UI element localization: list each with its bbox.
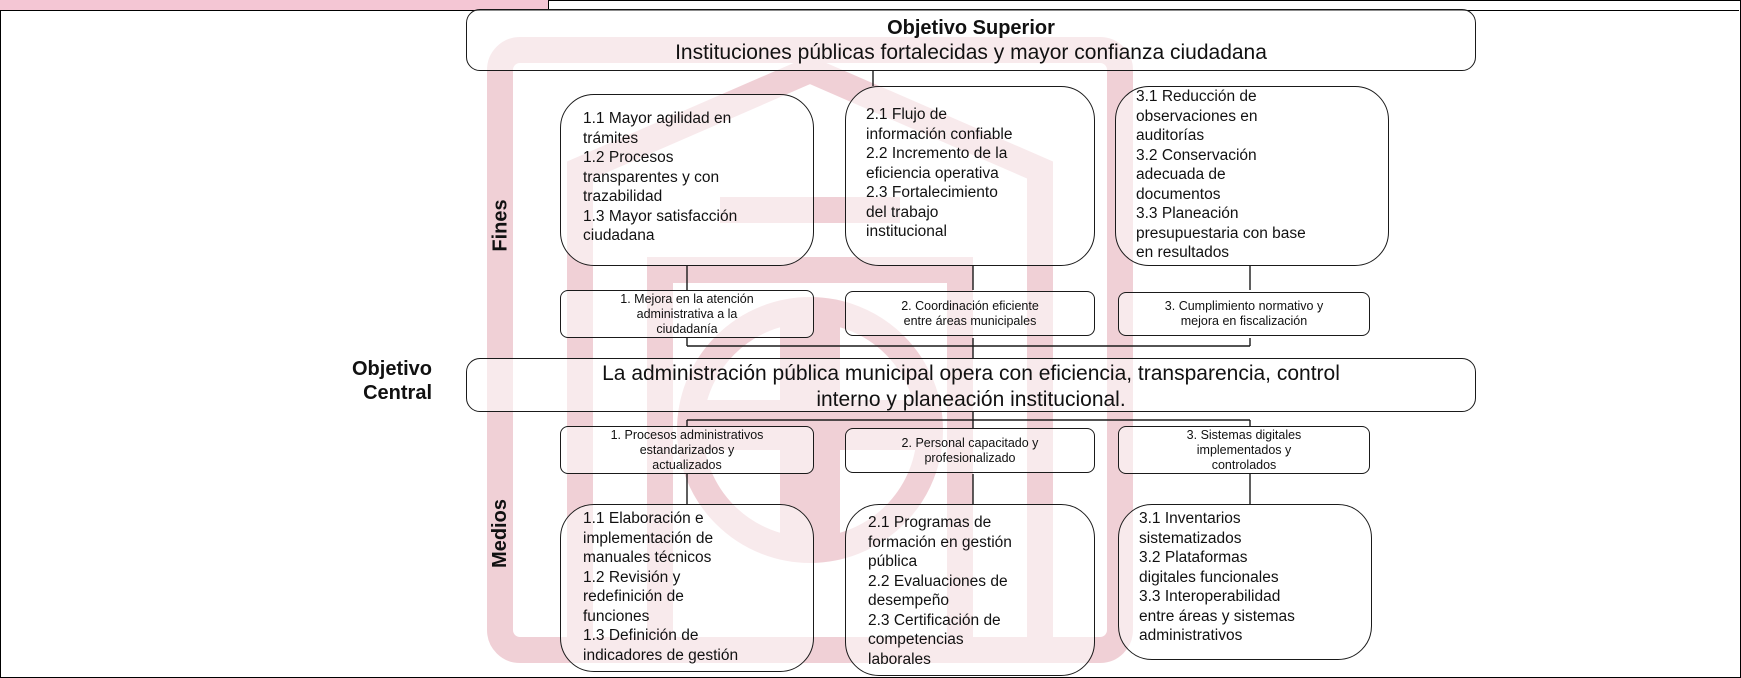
medios-2-line: 2.3 Certificación de [868, 611, 1001, 629]
fines-3-line: adecuada de [1136, 166, 1226, 183]
fines-box-2: 2.1 Flujo de información confiable 2.2 I… [845, 86, 1095, 266]
fines-2-line: 2.3 Fortalecimiento [866, 184, 998, 201]
objetivo-central-label: Objetivo Central [300, 357, 432, 405]
medios-3-line: entre áreas y sistemas [1139, 607, 1295, 625]
medios-2-line: pública [868, 553, 918, 570]
medios-1-line: manuales técnicos [583, 549, 712, 566]
medios-summary-1-line: actualizados [652, 458, 722, 472]
medios-box-2: 2.1 Programas de formación en gestión pú… [845, 504, 1095, 676]
fines-label: Fines [489, 199, 512, 252]
medios-summary-3-line: 3. Sistemas digitales [1186, 428, 1302, 442]
fines-3-line: 3.3 Planeación [1136, 205, 1239, 222]
fines-1-line: 1.1 Mayor agilidad en [583, 110, 732, 127]
medios-1-line: 1.3 Definición de [583, 627, 699, 644]
objetivo-superior-text: Instituciones públicas fortalecidas y ma… [675, 41, 1267, 64]
medios-2-line: laborales [868, 650, 931, 668]
medios-3-line: 3.3 Interoperabilidad [1139, 588, 1281, 605]
medios-1-line: implementación de [583, 529, 714, 547]
medios-summary-2-line: 2. Personal capacitado y [901, 436, 1039, 450]
top-bar-cell [0, 0, 549, 10]
medios-summary-1: 1. Procesos administrativos estandarizad… [560, 426, 814, 474]
fines-summary-2-line: entre áreas municipales [903, 314, 1037, 328]
fines-2-line: del trabajo [866, 203, 939, 221]
fines-2-line: información confiable [866, 125, 1013, 143]
objetivo-central-label-2: Central [363, 382, 432, 404]
medios-2-line: formación en gestión [868, 533, 1012, 551]
fines-summary-1-line: 1. Mejora en la atención [620, 292, 754, 306]
fines-box-3: 3.1 Reducción de observaciones en audito… [1115, 86, 1389, 266]
medios-1-line: indicadores de gestión [583, 646, 739, 664]
fines-summary-1-line: ciudadanía [656, 322, 718, 336]
fines-summary-1: 1. Mejora en la atención administrativa … [560, 290, 814, 338]
fines-summary-3-line: mejora en fiscalización [1180, 314, 1308, 328]
fines-3-line: en resultados [1136, 244, 1230, 261]
medios-1-line: 1.1 Elaboración e [583, 510, 704, 527]
fines-3-line: observaciones en [1136, 107, 1258, 125]
medios-2-line: 2.2 Evaluaciones de [868, 572, 1008, 590]
fines-2-line: 2.1 Flujo de [866, 106, 947, 123]
objetivo-central-line: interno y planeación institucional. [816, 388, 1126, 411]
medios-1-line: funciones [583, 607, 650, 625]
medios-summary-3: 3. Sistemas digitales implementados y co… [1118, 426, 1370, 474]
medios-2-line: desempeño [868, 592, 950, 609]
medios-3-line: 3.1 Inventarios [1139, 510, 1241, 527]
objetivo-central-line: La administración pública municipal oper… [602, 362, 1340, 385]
fines-summary-1-line: administrativa a la [636, 307, 738, 321]
fines-summary-2: 2. Coordinación eficiente entre áreas mu… [845, 291, 1095, 336]
medios-summary-1-line: 1. Procesos administrativos [610, 428, 764, 442]
fines-3-line: auditorías [1136, 127, 1205, 144]
medios-2-line: 2.1 Programas de [868, 514, 992, 531]
fines-1-line: 1.3 Mayor satisfacción [583, 207, 738, 225]
fines-1-line: ciudadana [583, 227, 655, 244]
objetivo-central-box: La administración pública municipal oper… [466, 358, 1476, 412]
fines-summary-3-line: 3. Cumplimiento normativo y [1164, 299, 1324, 313]
fines-3-line: presupuestaria con base [1136, 224, 1306, 242]
fines-1-line: trazabilidad [583, 188, 663, 205]
fines-3-line: documentos [1136, 185, 1221, 203]
fines-3-line: 3.1 Reducción de [1136, 88, 1257, 105]
medios-1-line: redefinición de [583, 588, 684, 605]
fines-2-line: 2.2 Incremento de la [866, 145, 1008, 162]
medios-3-line: digitales funcionales [1139, 568, 1279, 586]
fines-3-line: 3.2 Conservación [1136, 146, 1257, 164]
fines-1-line: trámites [583, 129, 639, 147]
fines-2-line: eficiencia operativa [866, 164, 999, 182]
fines-summary-2-line: 2. Coordinación eficiente [901, 299, 1039, 313]
medios-3-line: administrativos [1139, 627, 1243, 644]
medios-summary-2-line: profesionalizado [924, 451, 1016, 465]
fines-summary-3: 3. Cumplimiento normativo y mejora en fi… [1118, 292, 1370, 336]
medios-2-line: competencias [868, 631, 964, 648]
fines-1-line: transparentes y con [583, 168, 720, 186]
medios-summary-3-line: controlados [1211, 458, 1277, 472]
objetivo-superior-title: Objetivo Superior [887, 17, 1055, 39]
medios-summary-3-line: implementados y [1196, 443, 1292, 457]
fines-2-line: institucional [866, 223, 947, 240]
medios-3-line: sistematizados [1139, 529, 1242, 547]
medios-box-1: 1.1 Elaboración e implementación de manu… [560, 504, 814, 672]
medios-box-3: 3.1 Inventarios sistematizados 3.2 Plata… [1118, 504, 1372, 660]
medios-3-line: 3.2 Plataformas [1139, 549, 1248, 566]
fines-box-1: 1.1 Mayor agilidad en trámites 1.2 Proce… [560, 94, 814, 266]
medios-summary-2: 2. Personal capacitado y profesionalizad… [845, 428, 1095, 473]
objetivo-central-label-1: Objetivo [351, 358, 432, 380]
medios-1-line: 1.2 Revisión y [583, 568, 681, 586]
objetivo-superior-box: Objetivo Superior Instituciones públicas… [466, 9, 1476, 71]
medios-summary-1-line: estandarizados y [639, 443, 735, 457]
fines-1-line: 1.2 Procesos [583, 149, 674, 166]
medios-label: Medios [488, 499, 511, 568]
